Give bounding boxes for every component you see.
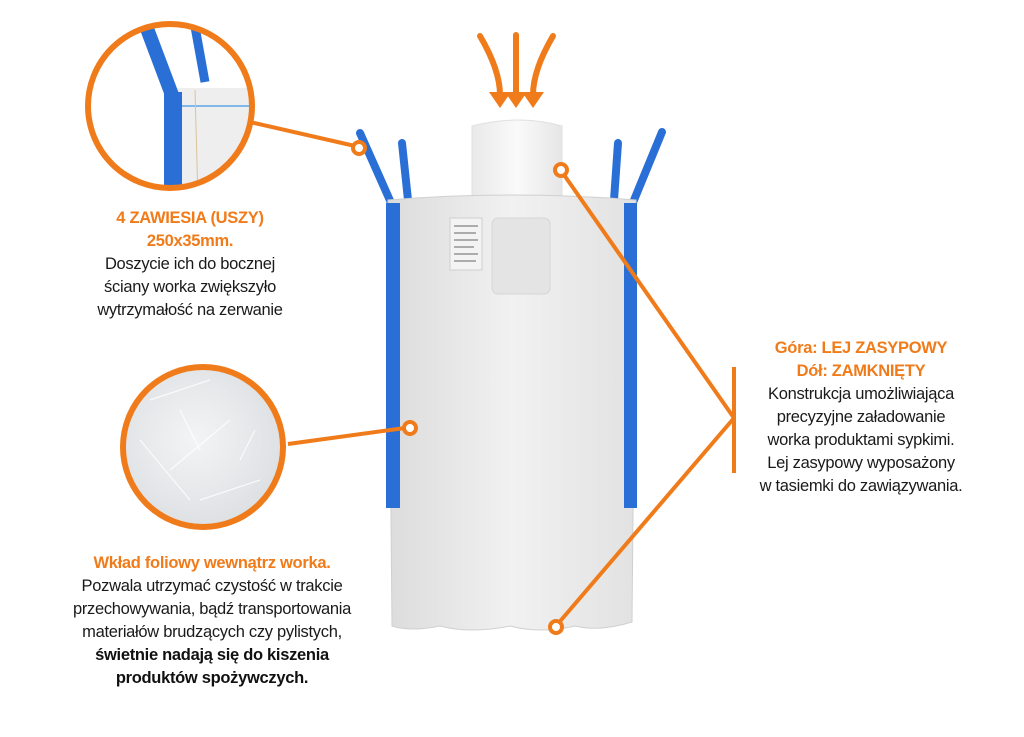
spout-callout: Góra: LEJ ZASYPOWY Dół: ZAMKNIĘTY Konstr… (736, 337, 986, 498)
straps-body-2: ściany worka zwiększyło (104, 278, 276, 296)
big-bag-body (386, 194, 637, 631)
spout-title-2: Dół: ZAMKNIĘTY (796, 362, 926, 380)
straps-title-2: 250x35mm. (146, 232, 234, 250)
liner-body-bold-2: produktów spożywczych. (115, 669, 309, 687)
spout-body-2: precyzyjne załadowanie (776, 408, 946, 426)
spout-body-4: Lej zasypowy wyposażony (767, 454, 955, 472)
callout-dots (351, 140, 569, 635)
liner-callout: Wkład foliowy wewnątrz worka. Pozwala ut… (52, 552, 372, 690)
liner-title: Wkład foliowy wewnątrz worka. (93, 554, 331, 572)
straps-body-3: wytrzymałość na zerwanie (97, 301, 283, 319)
liner-body-3: materiałów brudzących czy pylistych, (82, 623, 342, 641)
liner-body-bold-1: świetnie nadają się do kiszenia (95, 646, 329, 664)
callout-lines (249, 120, 736, 628)
straps-callout: 4 ZAWIESIA (USZY) 250x35mm. Doszycie ich… (60, 207, 320, 322)
spout-title-1: Góra: LEJ ZASYPOWY (774, 339, 948, 357)
three-down-arrows-icon (477, 32, 556, 99)
spout-body-5: w tasiemki do zawiązywania. (759, 477, 963, 495)
straps-title-1: 4 ZAWIESIA (USZY) (116, 209, 264, 227)
straps-body-1: Doszycie ich do bocznej (104, 255, 276, 273)
liner-body-1: Pozwala utrzymać czystość w trakcie (81, 577, 343, 595)
spout-body-1: Konstrukcja umożliwiająca (768, 385, 954, 403)
foil-liner-detail-circle (120, 364, 286, 530)
liner-body-2: przechowywania, bądź transportowania (72, 600, 352, 618)
spout-body-3: worka produktami sypkimi. (767, 431, 955, 449)
strap-detail-circle (85, 21, 255, 191)
